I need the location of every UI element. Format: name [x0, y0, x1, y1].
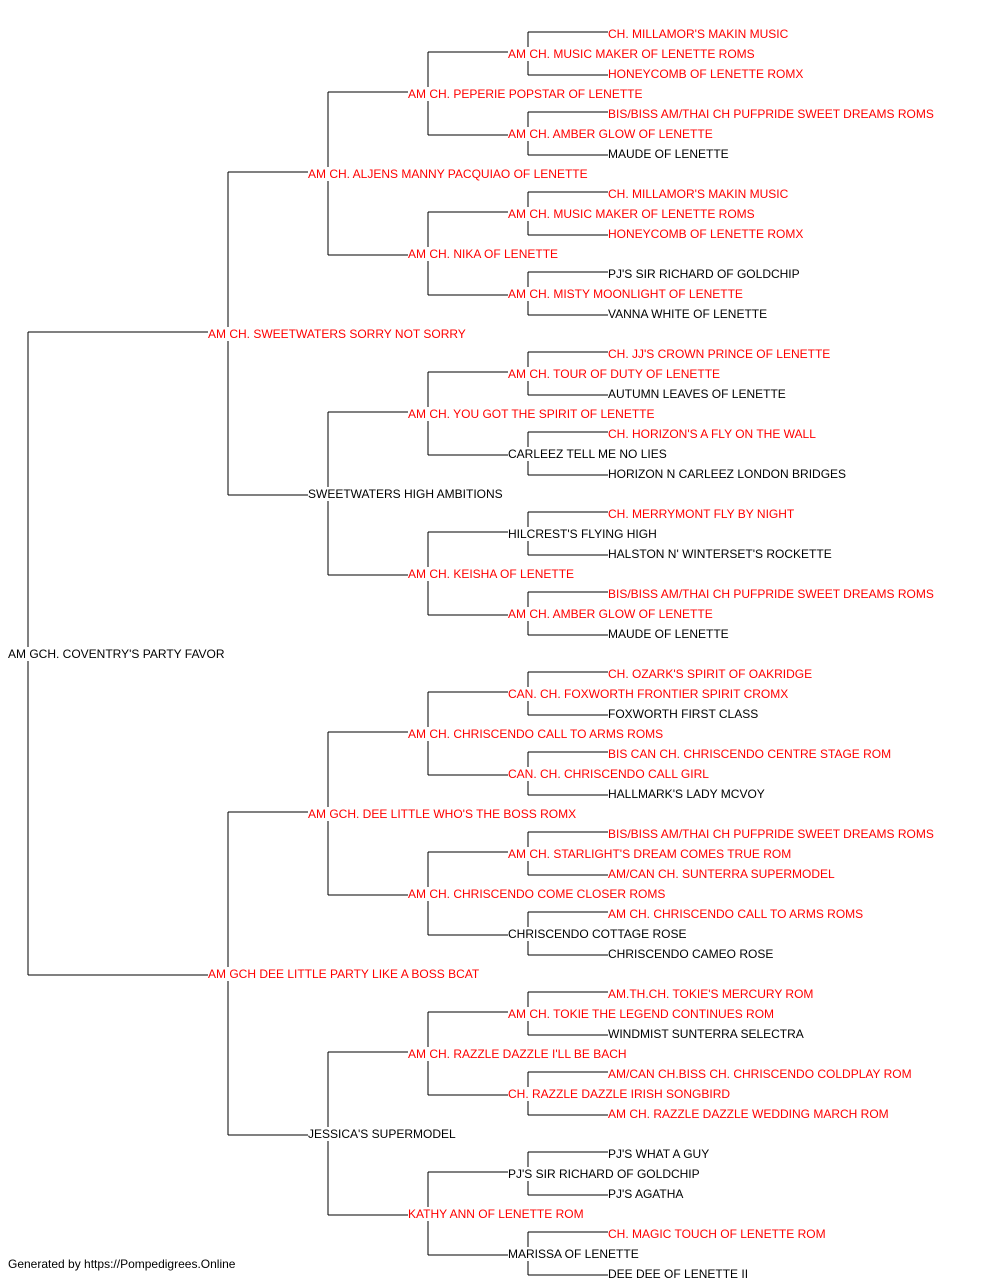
pedigree-entry-sssdd[interactable]: MAUDE OF LENETTE	[608, 147, 730, 161]
pedigree-entry-sddss[interactable]: CH. MERRYMONT FLY BY NIGHT	[608, 507, 796, 521]
pedigree-entry-dds[interactable]: AM CH. RAZZLE DAZZLE I'LL BE BACH	[408, 1047, 628, 1061]
pedigree-entry-ssds[interactable]: AM CH. MUSIC MAKER OF LENETTE ROMS	[508, 207, 756, 221]
pedigree-entry-sdddd[interactable]: MAUDE OF LENETTE	[608, 627, 730, 641]
pedigree-entry-sss[interactable]: AM CH. PEPERIE POPSTAR OF LENETTE	[408, 87, 644, 101]
pedigree-entry-dss[interactable]: AM CH. CHRISCENDO CALL TO ARMS ROMS	[408, 727, 665, 741]
pedigree-entry-dssd[interactable]: CAN. CH. CHRISCENDO CALL GIRL	[508, 767, 710, 781]
pedigree-entry-dd[interactable]: JESSICA'S SUPERMODEL	[308, 1127, 457, 1141]
pedigree-entry-sdsd[interactable]: CARLEEZ TELL ME NO LIES	[508, 447, 668, 461]
pedigree-entry-dddsd[interactable]: PJ'S AGATHA	[608, 1187, 685, 1201]
pedigree-entry-sire[interactable]: AM CH. SWEETWATERS SORRY NOT SORRY	[208, 327, 467, 341]
pedigree-entry-dddd[interactable]: MARISSA OF LENETTE	[508, 1247, 640, 1261]
pedigree-entry-dsdd[interactable]: CHRISCENDO COTTAGE ROSE	[508, 927, 688, 941]
pedigree-entry-sdd[interactable]: AM CH. KEISHA OF LENETTE	[408, 567, 576, 581]
pedigree-entry-ddssd[interactable]: WINDMIST SUNTERRA SELECTRA	[608, 1027, 805, 1041]
pedigree-entry-sdds[interactable]: HILCREST'S FLYING HIGH	[508, 527, 658, 541]
pedigree-entry-sddds[interactable]: BIS/BISS AM/THAI CH PUFPRIDE SWEET DREAM…	[608, 587, 935, 601]
pedigree-entry-ddss[interactable]: AM CH. TOKIE THE LEGEND CONTINUES ROM	[508, 1007, 776, 1021]
pedigree-entry-dssdd[interactable]: HALLMARK'S LADY MCVOY	[608, 787, 766, 801]
pedigree-entry-ssdss[interactable]: CH. MILLAMOR'S MAKIN MUSIC	[608, 187, 790, 201]
pedigree-entry-dsssd[interactable]: FOXWORTH FIRST CLASS	[608, 707, 760, 721]
pedigree-entry-ddds[interactable]: PJ'S SIR RICHARD OF GOLDCHIP	[508, 1167, 701, 1181]
pedigree-entry-dam[interactable]: AM GCH DEE LITTLE PARTY LIKE A BOSS BCAT	[208, 967, 481, 981]
pedigree-entry-dsdds[interactable]: AM CH. CHRISCENDO CALL TO ARMS ROMS	[608, 907, 865, 921]
pedigree-entry-ssdd[interactable]: AM CH. MISTY MOONLIGHT OF LENETTE	[508, 287, 744, 301]
pedigree-entry-ddsdd[interactable]: AM CH. RAZZLE DAZZLE WEDDING MARCH ROM	[608, 1107, 890, 1121]
pedigree-entry-ssddd[interactable]: VANNA WHITE OF LENETTE	[608, 307, 769, 321]
pedigree-entry-dsss[interactable]: CAN. CH. FOXWORTH FRONTIER SPIRIT CROMX	[508, 687, 790, 701]
pedigree-entry-sdssd[interactable]: AUTUMN LEAVES OF LENETTE	[608, 387, 787, 401]
pedigree-entry-sds[interactable]: AM CH. YOU GOT THE SPIRIT OF LENETTE	[408, 407, 656, 421]
pedigree-entry-ssd[interactable]: AM CH. NIKA OF LENETTE	[408, 247, 560, 261]
pedigree-entry-subject[interactable]: AM GCH. COVENTRY'S PARTY FAVOR	[8, 647, 226, 661]
footer-credit[interactable]: Generated by https://Pompedigrees.Online	[8, 1257, 236, 1271]
pedigree-entry-sdsds[interactable]: CH. HORIZON'S A FLY ON THE WALL	[608, 427, 817, 441]
pedigree-entry-sddsd[interactable]: HALSTON N' WINTERSET'S ROCKETTE	[608, 547, 833, 561]
pedigree-entry-ss[interactable]: AM CH. ALJENS MANNY PACQUIAO OF LENETTE	[308, 167, 589, 181]
pedigree-entry-dssds[interactable]: BIS CAN CH. CHRISCENDO CENTRE STAGE ROM	[608, 747, 893, 761]
pedigree-entry-dssss[interactable]: CH. OZARK'S SPIRIT OF OAKRIDGE	[608, 667, 814, 681]
pedigree-entry-ssdds[interactable]: PJ'S SIR RICHARD OF GOLDCHIP	[608, 267, 801, 281]
pedigree-entry-ddsss[interactable]: AM.TH.CH. TOKIE'S MERCURY ROM	[608, 987, 815, 1001]
pedigree-entry-dsddd[interactable]: CHRISCENDO CAMEO ROSE	[608, 947, 775, 961]
pedigree-entry-dsdsd[interactable]: AM/CAN CH. SUNTERRA SUPERMODEL	[608, 867, 836, 881]
pedigree-entry-sd[interactable]: SWEETWATERS HIGH AMBITIONS	[308, 487, 504, 501]
pedigree-entry-sdsdd[interactable]: HORIZON N CARLEEZ LONDON BRIDGES	[608, 467, 848, 481]
pedigree-entry-ddsd[interactable]: CH. RAZZLE DAZZLE IRISH SONGBIRD	[508, 1087, 732, 1101]
pedigree-entry-ddd[interactable]: KATHY ANN OF LENETTE ROM	[408, 1207, 585, 1221]
pedigree-entry-dsdss[interactable]: BIS/BISS AM/THAI CH PUFPRIDE SWEET DREAM…	[608, 827, 935, 841]
pedigree-entry-sssds[interactable]: BIS/BISS AM/THAI CH PUFPRIDE SWEET DREAM…	[608, 107, 935, 121]
pedigree-entry-ssdsd[interactable]: HONEYCOMB OF LENETTE ROMX	[608, 227, 805, 241]
pedigree-entry-sddd[interactable]: AM CH. AMBER GLOW OF LENETTE	[508, 607, 714, 621]
pedigree-entry-sdss[interactable]: AM CH. TOUR OF DUTY OF LENETTE	[508, 367, 722, 381]
pedigree-entry-sssd[interactable]: AM CH. AMBER GLOW OF LENETTE	[508, 127, 714, 141]
pedigree-entry-dddds[interactable]: CH. MAGIC TOUCH OF LENETTE ROM	[608, 1227, 827, 1241]
pedigree-entry-dsds[interactable]: AM CH. STARLIGHT'S DREAM COMES TRUE ROM	[508, 847, 793, 861]
pedigree-entry-ds[interactable]: AM GCH. DEE LITTLE WHO'S THE BOSS ROMX	[308, 807, 578, 821]
pedigree-entry-ssss[interactable]: AM CH. MUSIC MAKER OF LENETTE ROMS	[508, 47, 756, 61]
pedigree-entry-ddddd[interactable]: DEE DEE OF LENETTE II	[608, 1267, 750, 1281]
pedigree-entry-sdsss[interactable]: CH. JJ'S CROWN PRINCE OF LENETTE	[608, 347, 832, 361]
pedigree-entry-dsd[interactable]: AM CH. CHRISCENDO COME CLOSER ROMS	[408, 887, 667, 901]
pedigree-entry-dddss[interactable]: PJ'S WHAT A GUY	[608, 1147, 711, 1161]
pedigree-entry-ssssd[interactable]: HONEYCOMB OF LENETTE ROMX	[608, 67, 805, 81]
pedigree-entry-ddsds[interactable]: AM/CAN CH.BISS CH. CHRISCENDO COLDPLAY R…	[608, 1067, 913, 1081]
pedigree-entry-sssss[interactable]: CH. MILLAMOR'S MAKIN MUSIC	[608, 27, 790, 41]
